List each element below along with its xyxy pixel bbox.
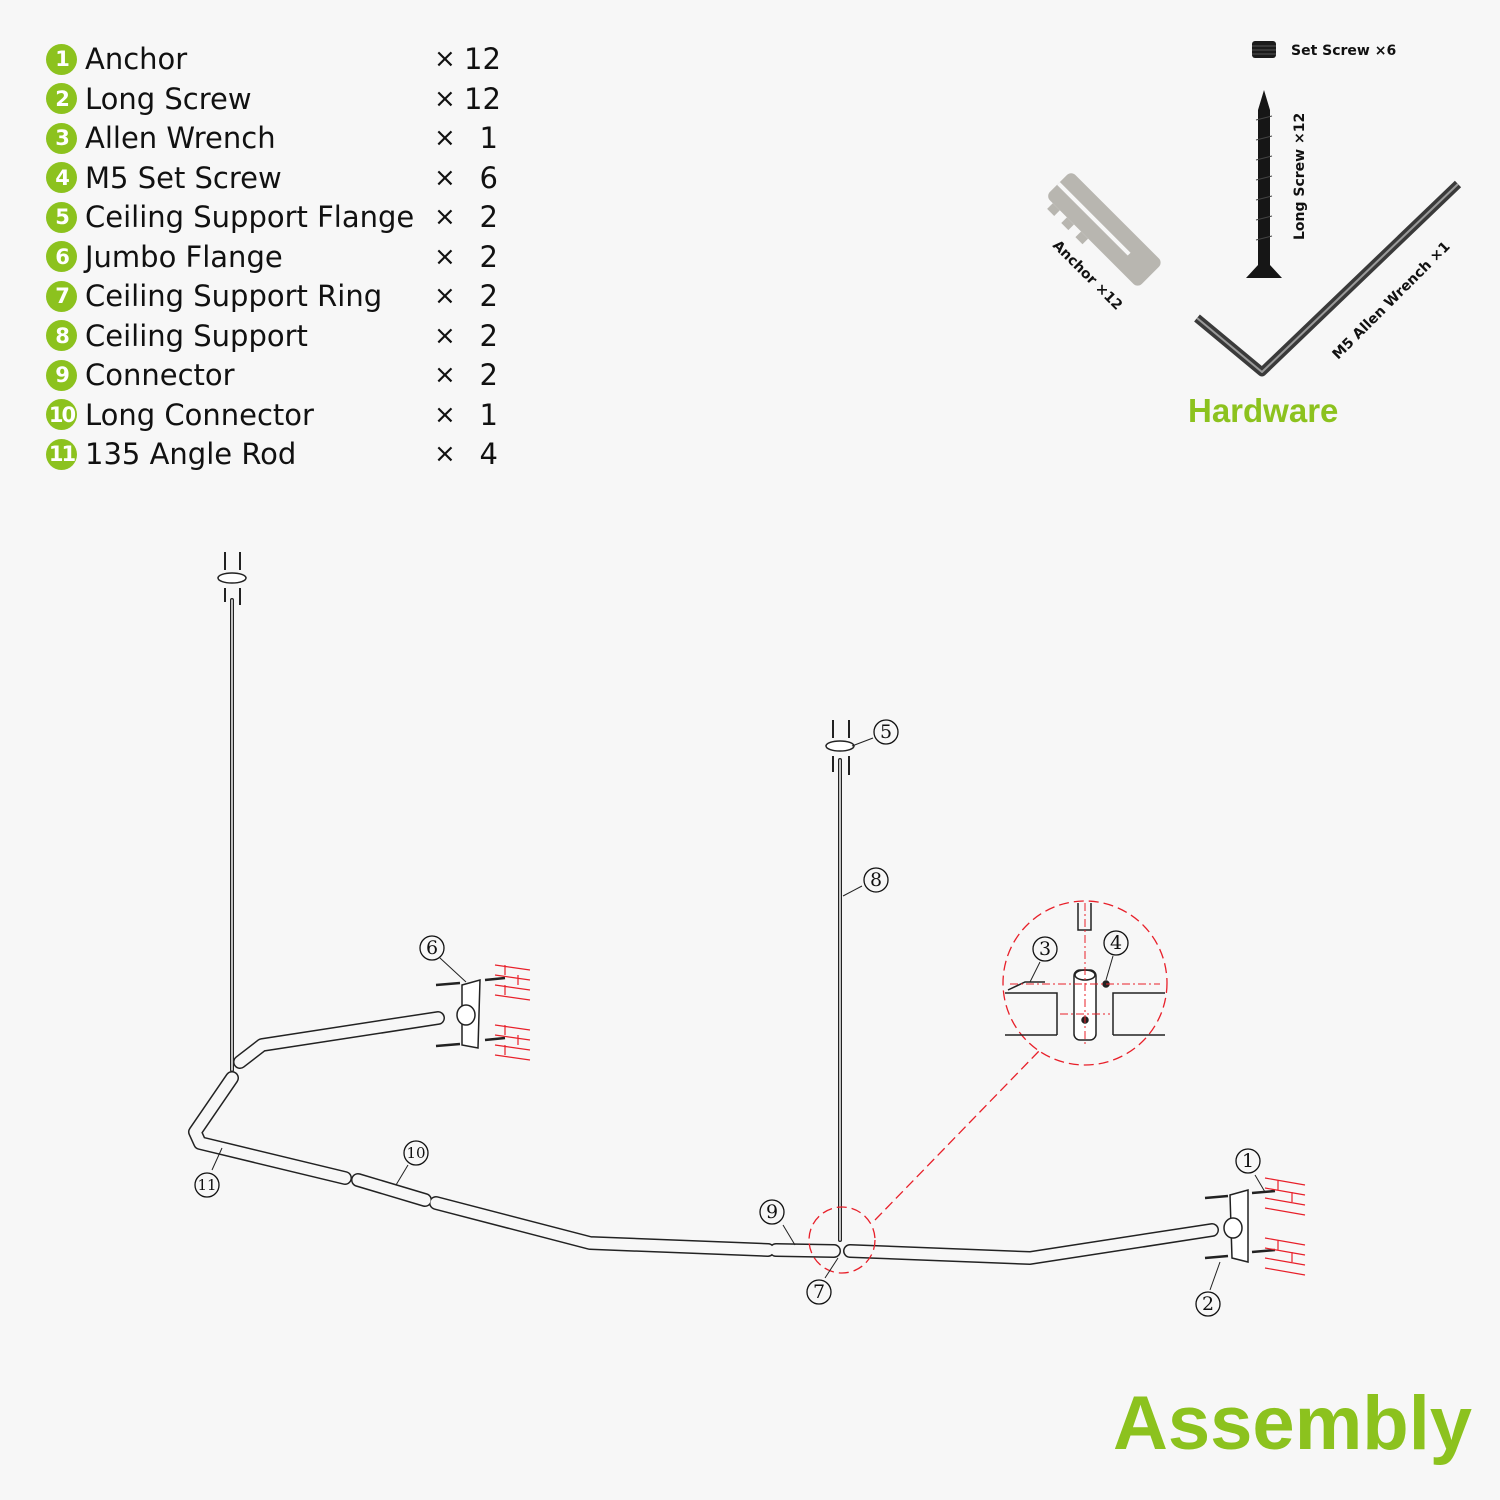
item-name: Allen Wrench xyxy=(85,121,276,155)
item-name: Ceiling Support Ring xyxy=(85,279,383,313)
svg-text:11: 11 xyxy=(197,1176,216,1194)
times-sign: × xyxy=(434,360,456,390)
parts-list-item: 2 Long Screw × 12 xyxy=(46,80,506,118)
times-sign: × xyxy=(434,399,456,430)
item-name: Long Screw xyxy=(85,81,252,116)
ceiling-flange-left xyxy=(217,552,247,605)
times-sign: × xyxy=(434,202,456,232)
long-screw-image xyxy=(1246,90,1282,278)
item-quantity: 12 xyxy=(464,81,501,116)
detail-centerlines xyxy=(1010,903,1160,1045)
callout-10: 10 xyxy=(403,1140,429,1166)
parts-list-item: 4 M5 Set Screw × 6 xyxy=(46,159,506,197)
item-number-badge: 6 xyxy=(46,241,77,272)
anchor-image xyxy=(1047,173,1161,286)
callout-6: 6 xyxy=(419,935,445,961)
item-name: M5 Set Screw xyxy=(85,160,282,195)
parts-list-item: 11 135 Angle Rod × 4 xyxy=(46,435,506,473)
item-number-badge: 10 xyxy=(46,399,77,430)
tubes xyxy=(188,598,1219,1265)
times-sign: × xyxy=(434,44,456,74)
svg-text:1: 1 xyxy=(1242,1150,1254,1172)
svg-text:9: 9 xyxy=(766,1201,778,1223)
item-name: Anchor xyxy=(85,42,188,76)
svg-text:3: 3 xyxy=(1039,938,1051,960)
ceiling-flange-center xyxy=(825,720,855,775)
allen-wrench-label: M5 Allen Wrench ×1 xyxy=(1330,239,1454,363)
jumbo-flange-right xyxy=(1204,1177,1306,1276)
svg-text:10: 10 xyxy=(406,1144,425,1162)
svg-text:6: 6 xyxy=(426,937,438,959)
item-name: Connector xyxy=(85,358,235,392)
svg-text:7: 7 xyxy=(813,1281,825,1303)
callout-7: 7 xyxy=(806,1279,832,1305)
set-screw-image xyxy=(1252,41,1276,58)
item-quantity: 2 xyxy=(479,200,498,234)
jumbo-flange-left xyxy=(435,964,531,1061)
item-quantity: 4 xyxy=(479,437,498,471)
callout-4: 4 xyxy=(1103,930,1129,956)
times-sign: × xyxy=(434,83,456,114)
item-quantity: 2 xyxy=(479,358,498,392)
item-number-badge: 8 xyxy=(46,320,77,351)
svg-text:4: 4 xyxy=(1110,932,1122,954)
hardware-title: Hardware xyxy=(1188,392,1339,429)
callout-3: 3 xyxy=(1032,936,1058,962)
item-number-badge: 1 xyxy=(46,43,77,75)
parts-list-item: 3 Allen Wrench × 1 xyxy=(46,119,506,157)
item-number-badge: 2 xyxy=(46,83,77,114)
item-quantity: 1 xyxy=(479,397,498,432)
assembly-title: Assembly xyxy=(1113,1381,1473,1466)
item-name: Long Connector xyxy=(85,397,314,432)
times-sign: × xyxy=(434,439,456,469)
item-quantity: 2 xyxy=(479,318,498,353)
callout-2: 2 xyxy=(1195,1291,1221,1317)
item-number-badge: 9 xyxy=(46,359,77,391)
callout-5: 5 xyxy=(873,719,899,745)
item-number-badge: 3 xyxy=(46,122,77,154)
item-number-badge: 4 xyxy=(46,162,77,193)
times-sign: × xyxy=(434,281,456,311)
times-sign: × xyxy=(434,123,456,153)
callout-11: 11 xyxy=(194,1172,220,1198)
callout-1: 1 xyxy=(1235,1148,1261,1174)
svg-text:5: 5 xyxy=(880,721,892,743)
leader-lines xyxy=(211,737,1266,1291)
svg-text:2: 2 xyxy=(1202,1293,1214,1315)
parts-list-item: 8 Ceiling Support × 2 xyxy=(46,317,506,355)
set-screw-label: Set Screw ×6 xyxy=(1291,43,1396,59)
item-quantity: 2 xyxy=(479,239,498,274)
item-name: Jumbo Flange xyxy=(85,239,283,274)
item-number-badge: 7 xyxy=(46,280,77,312)
parts-list-item: 5 Ceiling Support Flange × 2 xyxy=(46,198,506,236)
item-quantity: 1 xyxy=(479,121,498,155)
parts-list-item: 7 Ceiling Support Ring × 2 xyxy=(46,277,506,315)
item-number-badge: 5 xyxy=(46,201,77,233)
item-quantity: 6 xyxy=(479,160,498,195)
callout-8: 8 xyxy=(863,867,889,893)
item-quantity: 2 xyxy=(479,279,498,313)
times-sign: × xyxy=(434,241,456,272)
long-screw-label: Long Screw ×12 xyxy=(1292,113,1308,240)
item-name: Ceiling Support Flange xyxy=(85,200,415,234)
item-quantity: 12 xyxy=(464,42,501,76)
item-number-badge: 11 xyxy=(46,438,77,470)
item-name: Ceiling Support xyxy=(85,318,308,353)
allen-wrench-image xyxy=(1194,180,1462,377)
parts-list-item: 1 Anchor × 12 xyxy=(46,40,506,78)
callout-9: 9 xyxy=(759,1199,785,1225)
parts-list-item: 10 Long Connector × 1 xyxy=(46,396,506,434)
times-sign: × xyxy=(434,162,456,193)
item-name: 135 Angle Rod xyxy=(85,437,297,471)
svg-text:8: 8 xyxy=(870,869,882,891)
times-sign: × xyxy=(434,320,456,351)
parts-list-item: 9 Connector × 2 xyxy=(46,356,506,394)
parts-list-item: 6 Jumbo Flange × 2 xyxy=(46,238,506,276)
detail-view xyxy=(808,900,1168,1274)
